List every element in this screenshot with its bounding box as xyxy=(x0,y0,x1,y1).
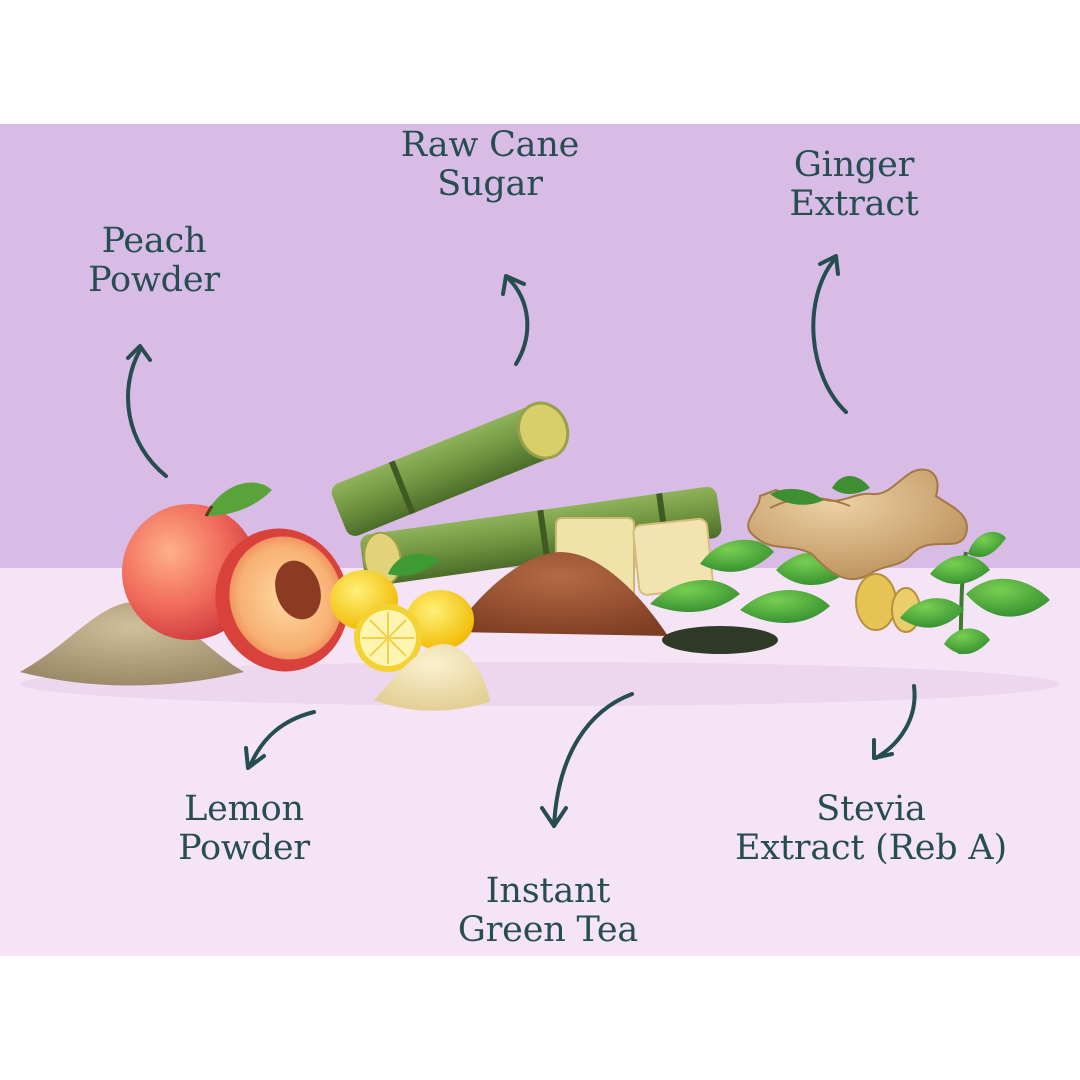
stevia-sprig xyxy=(900,531,1050,655)
label-ginger-extract: Ginger Extract xyxy=(764,146,944,224)
arrow-to-peach-powder xyxy=(126,344,168,478)
ground-shadow xyxy=(20,662,1060,706)
arrow-to-raw-cane-sugar xyxy=(501,274,530,366)
arrow-to-instant-green-tea xyxy=(540,692,634,828)
arrow-to-lemon-powder xyxy=(244,710,316,770)
label-ginger-extract-line1: Ginger xyxy=(793,145,915,185)
label-stevia-extract-line2: Extract (Reb A) xyxy=(735,828,1007,868)
peach-powder-pile xyxy=(20,602,244,686)
ingredients-illustration xyxy=(20,401,1060,711)
sugarcane xyxy=(331,401,722,603)
lemon xyxy=(330,553,474,672)
label-stevia-extract: Stevia Extract (Reb A) xyxy=(716,790,1026,868)
arrow-to-ginger-extract xyxy=(811,254,848,414)
label-raw-cane-sugar: Raw Cane Sugar xyxy=(380,126,600,204)
label-stevia-extract-line1: Stevia xyxy=(816,789,926,829)
label-ginger-extract-line2: Extract xyxy=(789,184,919,224)
label-peach-powder-line1: Peach xyxy=(101,221,207,261)
ginger-root xyxy=(747,468,968,633)
arrows-layer xyxy=(126,254,917,828)
brown-sugar-pile xyxy=(452,552,668,636)
label-instant-green-tea-line1: Instant xyxy=(485,871,611,911)
label-raw-cane-sugar-line1: Raw Cane xyxy=(400,125,580,165)
label-peach-powder-line2: Powder xyxy=(88,260,220,300)
label-lemon-powder: Lemon Powder xyxy=(150,790,338,868)
label-raw-cane-sugar-line2: Sugar xyxy=(437,164,543,204)
lemon-powder-pile xyxy=(374,644,490,711)
label-instant-green-tea-line2: Green Tea xyxy=(457,910,639,950)
arrow-to-stevia-extract xyxy=(872,684,917,760)
label-lemon-powder-line1: Lemon xyxy=(184,789,304,829)
infographic-panel: Peach Powder Raw Cane Sugar Ginger Extra… xyxy=(0,124,1080,956)
peach-half xyxy=(215,528,349,672)
label-instant-green-tea: Instant Green Tea xyxy=(430,872,666,950)
label-peach-powder: Peach Powder xyxy=(64,222,244,300)
label-lemon-powder-line2: Powder xyxy=(178,828,310,868)
